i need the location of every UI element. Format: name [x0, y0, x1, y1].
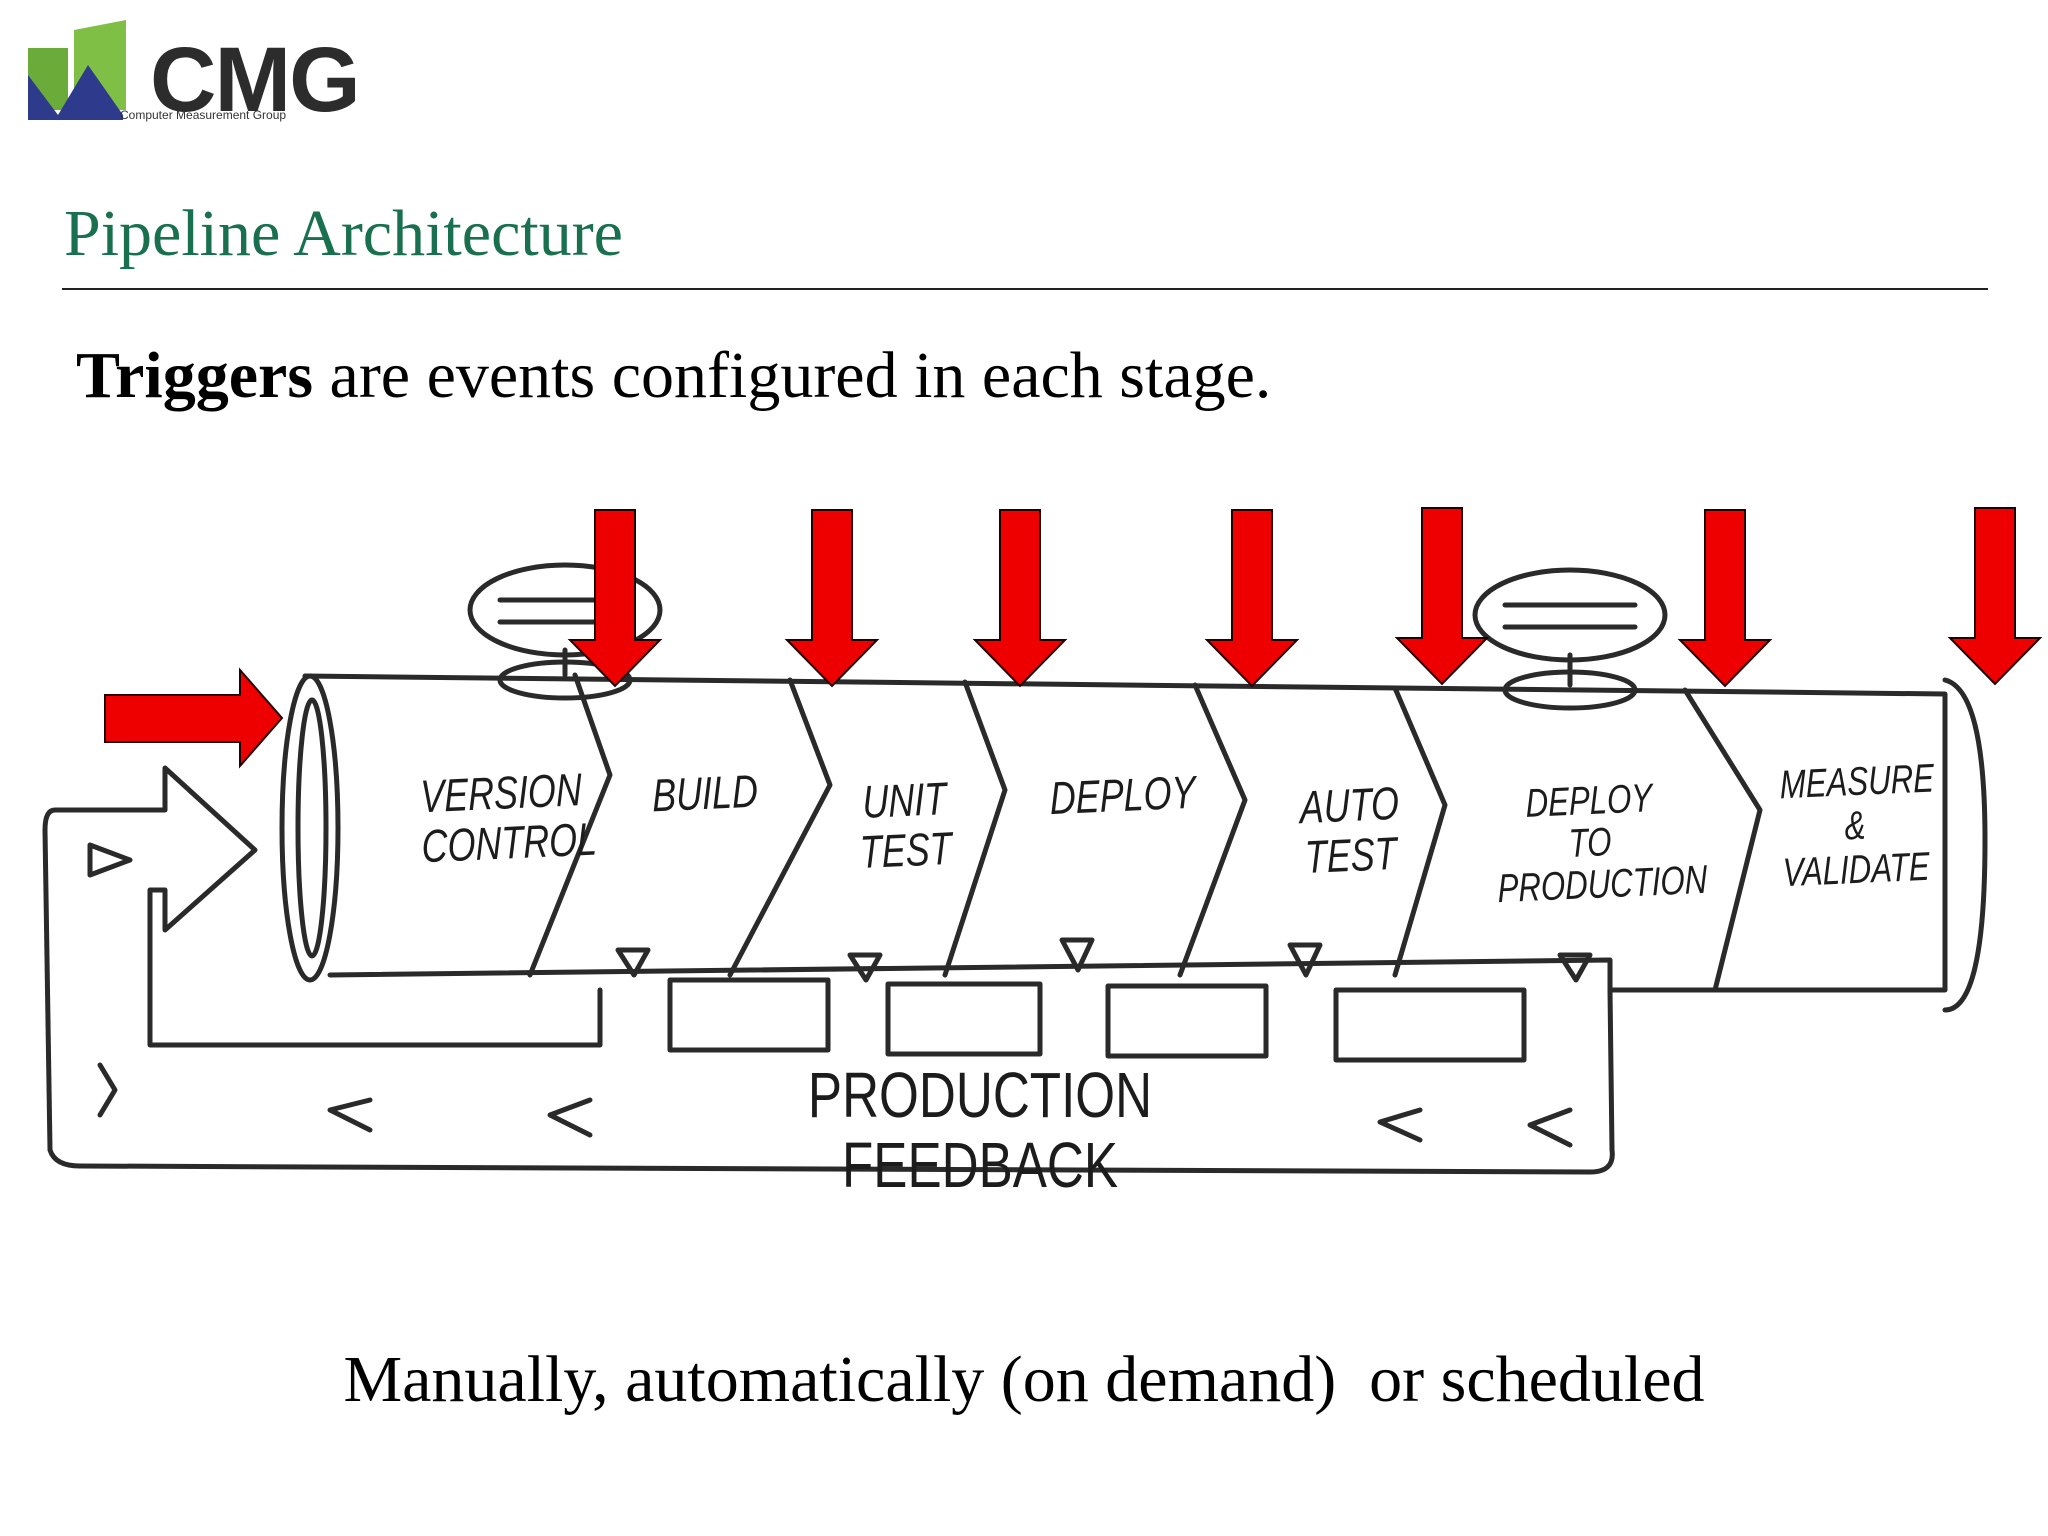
trigger-arrow-7 [1947, 507, 2043, 686]
pipeline-drawing [42, 507, 2043, 1175]
stage-label-line: UNIT [861, 772, 947, 828]
trigger-arrow-3 [972, 509, 1068, 688]
subtitle-rest: are events configured in each stage. [313, 339, 1272, 412]
trigger-arrows [104, 507, 2043, 769]
pipe-right-ring [1942, 677, 1988, 1013]
feedback-box-4 [1333, 987, 1527, 1063]
cmg-logo: CMG Computer Measurement Group [28, 20, 361, 130]
stage-label-line: DEPLOY [1049, 765, 1197, 825]
trigger-arrow-1 [567, 509, 663, 688]
feedback-box-3 [1105, 983, 1269, 1059]
subtitle: Triggers are events configured in each s… [76, 336, 1271, 416]
logo-subtext: Computer Measurement Group [120, 108, 287, 122]
stage-label-version-control: VERSION CONTROL [419, 763, 598, 873]
valve-2 [1472, 567, 1668, 663]
trigger-arrow-5 [1394, 507, 1490, 686]
title-divider [62, 288, 1988, 290]
production-feedback-label: PRODUCTION FEEDBACK [807, 1059, 1153, 1201]
stage-label-deploy-to-production: DEPLOY TO PRODUCTION [1495, 776, 1708, 912]
trigger-arrow-4 [1204, 509, 1300, 688]
stage-label-line: TEST [1304, 826, 1398, 884]
subtitle-bold: Triggers [76, 339, 314, 412]
trigger-arrow-entry [104, 667, 284, 769]
stage-label-line: MEASURE [1779, 756, 1935, 808]
stage-label-line: AUTO [1299, 776, 1400, 834]
page-title: Pipeline Architecture [64, 197, 623, 270]
feedback-loop [42, 765, 1615, 1175]
pipeline-diagram: VERSION CONTROL BUILD UNIT TEST DEPLOY A… [0, 450, 2048, 1210]
trigger-arrow-6 [1677, 509, 1773, 688]
trigger-arrow-2 [784, 509, 880, 688]
stage-label-build: BUILD [638, 764, 772, 822]
stage-label-deploy: DEPLOY [1049, 765, 1197, 825]
stage-label-unit-test: UNIT TEST [837, 772, 972, 878]
footer-note: Manually, automatically (on demand) or s… [343, 1343, 1705, 1416]
stage-label-line: VERSION [419, 763, 583, 823]
stage-label-line: & [1843, 803, 1867, 849]
stage-label-line: BUILD [651, 764, 759, 822]
feedback-box-1 [667, 977, 831, 1053]
stage-label-line: TEST [859, 821, 953, 879]
stage-label-line: VALIDATE [1782, 844, 1931, 896]
pipe-left-ring [279, 673, 341, 983]
stage-label-line: CONTROL [420, 812, 598, 873]
logo-mark-icon [28, 20, 126, 120]
logo-wordmark: CMG [150, 29, 361, 131]
stage-label-auto-test: AUTO TEST [1282, 777, 1417, 883]
feedback-box-2 [885, 981, 1043, 1057]
stage-label-measure-validate: MEASURE & VALIDATE [1779, 756, 1935, 896]
stage-label-line: PRODUCTION [1497, 857, 1708, 912]
